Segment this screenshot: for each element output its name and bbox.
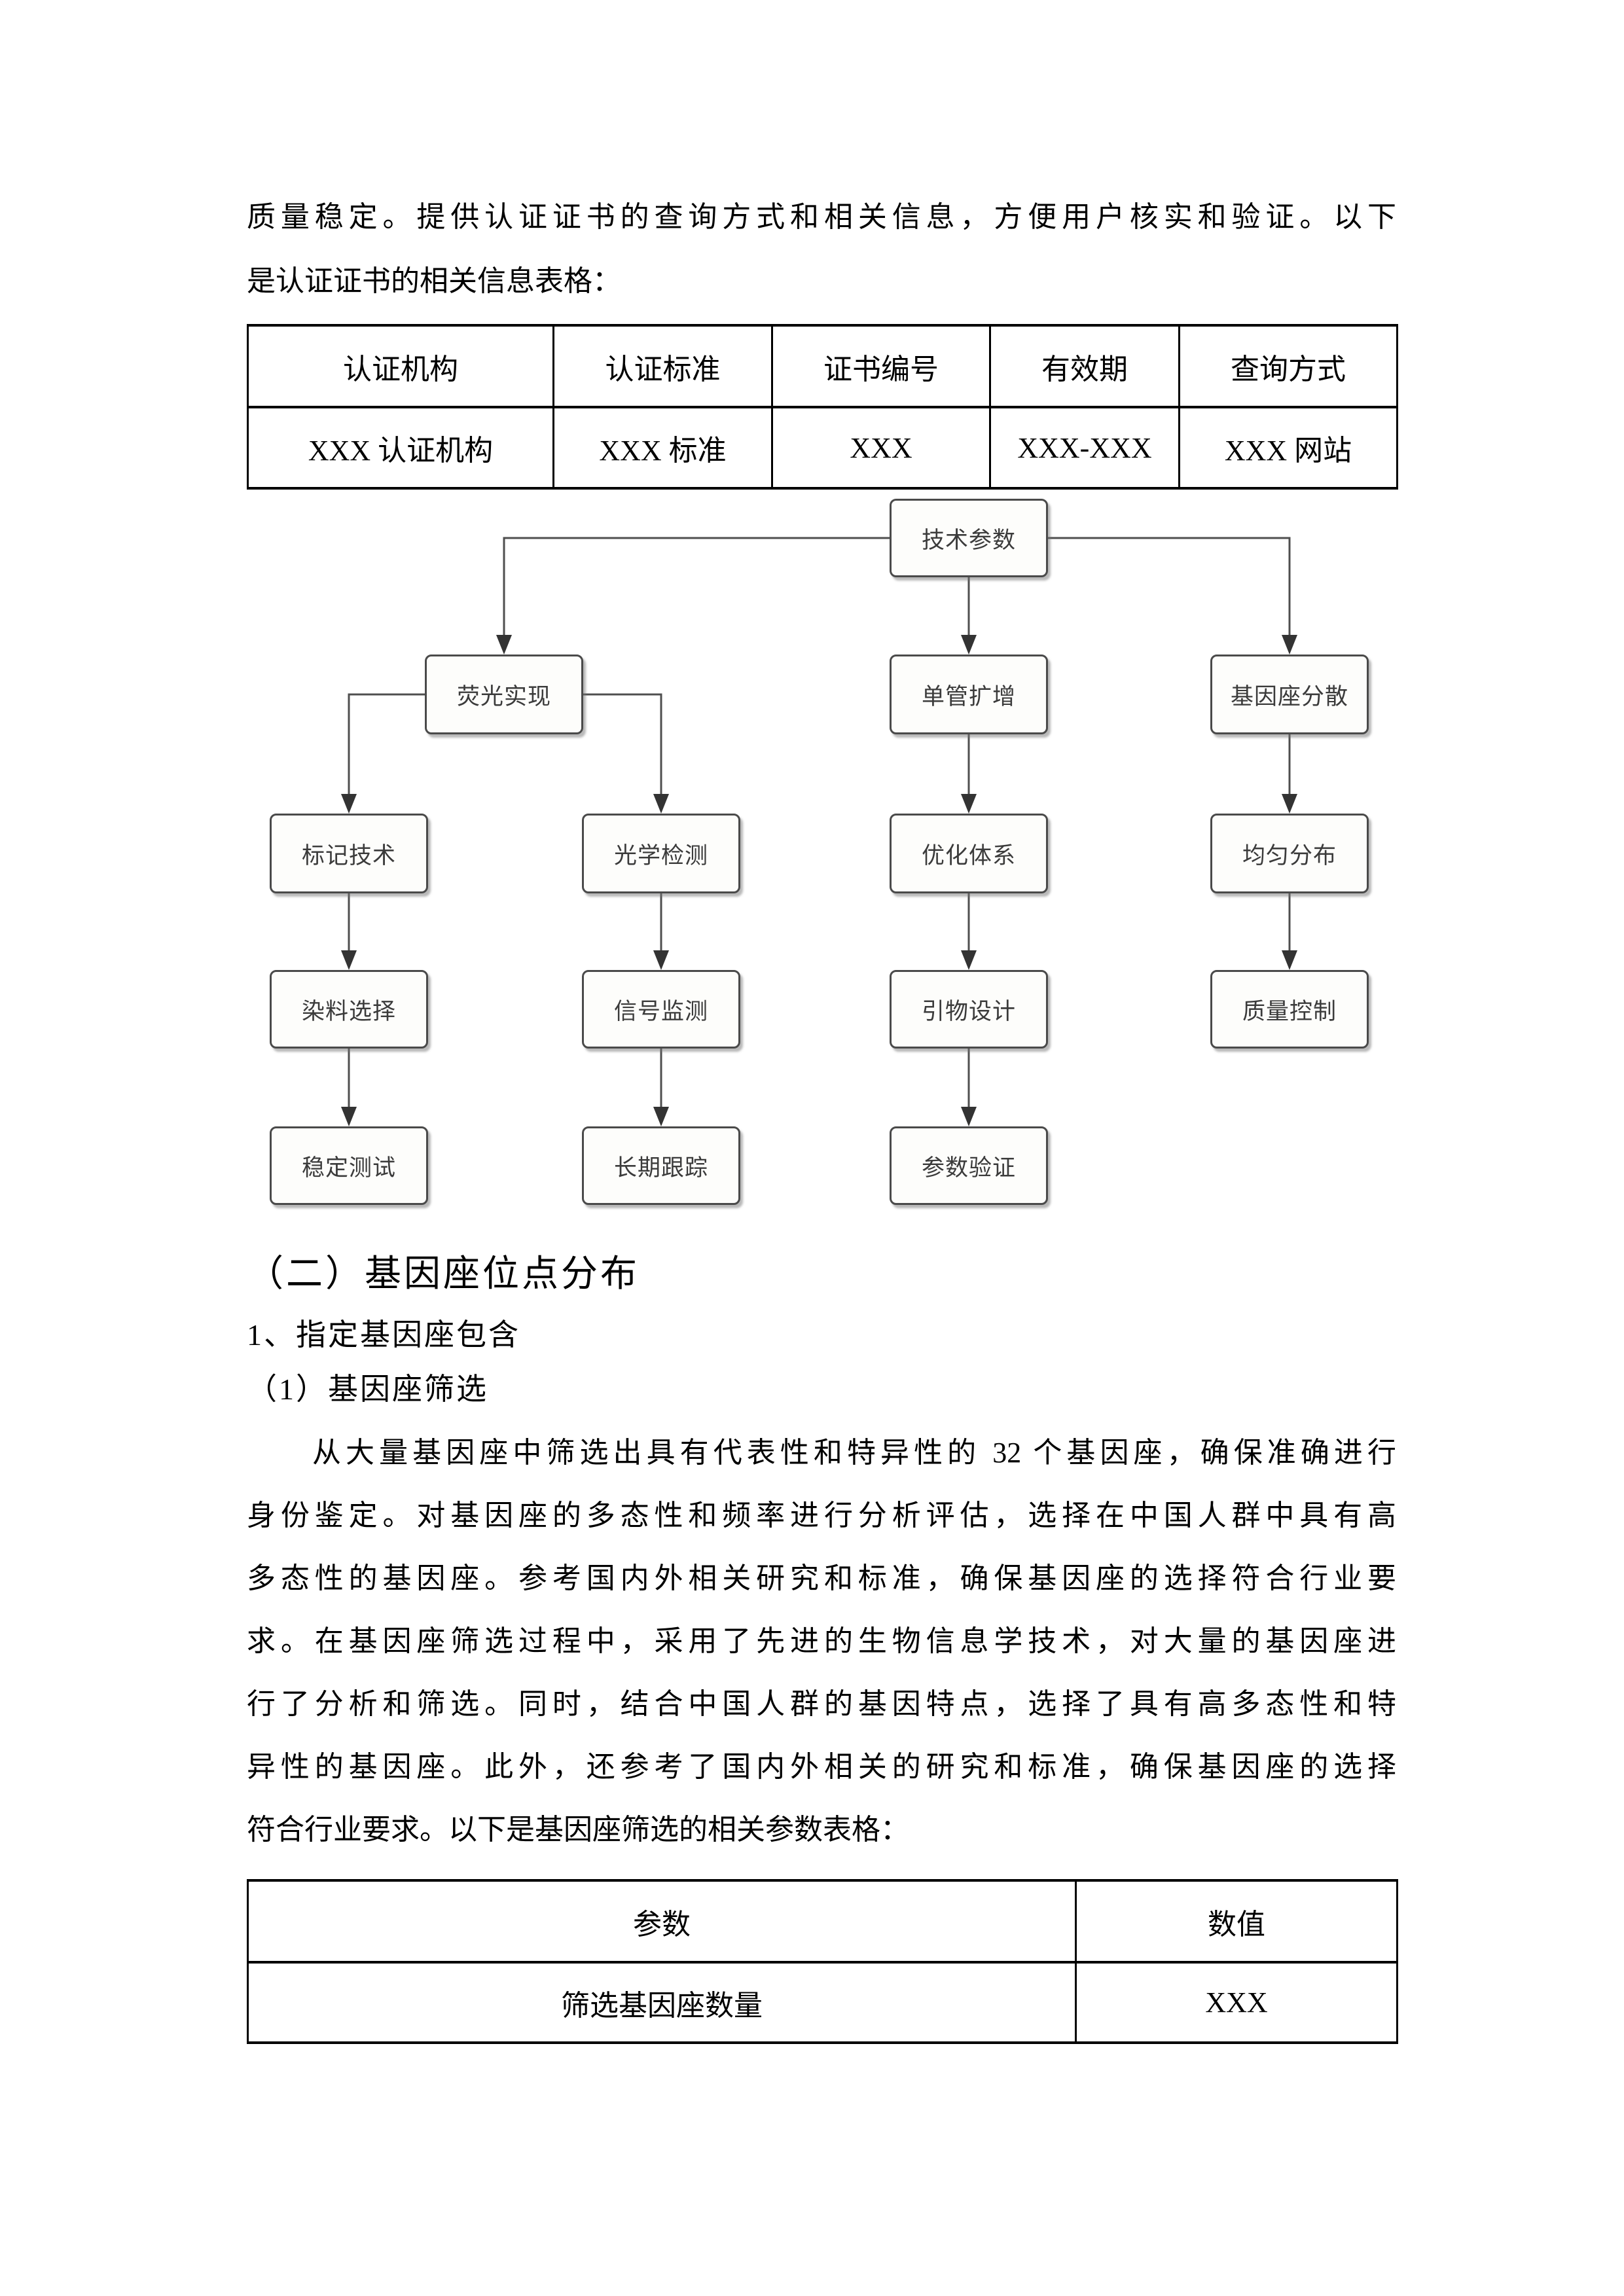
param-header-name: 参数 bbox=[247, 1879, 1077, 1964]
body-line-4: 求。在基因座筛选过程中，采用了先进的生物信息学技术，对大量的基因座进 bbox=[247, 1625, 1396, 1657]
intro-line-1: 质量稳定。提供认证证书的查询方式和相关信息，方便用户核实和验证。以下 bbox=[247, 201, 1396, 233]
body-line-7: 符合行业要求。以下是基因座筛选的相关参数表格： bbox=[247, 1814, 909, 1846]
cert-header-validity: 有效期 bbox=[989, 324, 1180, 408]
flowchart-node-primer-design: 引物设计 bbox=[890, 970, 1048, 1049]
flowchart-node-quality-control: 质量控制 bbox=[1210, 970, 1369, 1049]
section-subheading-2: （1）基因座筛选 bbox=[247, 1372, 488, 1406]
param-header-value: 数值 bbox=[1075, 1879, 1398, 1964]
certificate-table-data-row: XXX 认证机构 XXX 标准 XXX XXX-XXX XXX 网站 bbox=[247, 406, 1398, 490]
body-line-5: 行了分析和筛选。同时，结合中国人群的基因特点，选择了具有高多态性和特 bbox=[247, 1688, 1396, 1720]
cert-header-standard: 认证标准 bbox=[552, 324, 773, 408]
flowchart-node-signal-monitoring: 信号监测 bbox=[582, 970, 740, 1049]
flowchart-node-fluorescence: 荧光实现 bbox=[425, 655, 583, 734]
flowchart-node-stability-testing: 稳定测试 bbox=[270, 1126, 428, 1205]
flowchart-node-optical-detection: 光学检测 bbox=[582, 814, 740, 893]
cert-header-agency: 认证机构 bbox=[247, 324, 554, 408]
parameter-table-header-row: 参数 数值 bbox=[247, 1879, 1398, 1964]
flowchart-node-locus-dispersion: 基因座分散 bbox=[1210, 655, 1369, 734]
flowchart-node-parameter-validation: 参数验证 bbox=[890, 1126, 1048, 1205]
cert-cell-standard: XXX 标准 bbox=[552, 406, 773, 490]
certificate-table: 认证机构 认证标准 证书编号 有效期 查询方式 XXX 认证机构 XXX 标准 … bbox=[247, 324, 1398, 490]
flowchart-node-dye-selection: 染料选择 bbox=[270, 970, 428, 1049]
body-line-6: 异性的基因座。此外，还参考了国内外相关的研究和标准，确保基因座的选择 bbox=[247, 1751, 1396, 1783]
param-cell-name: 筛选基因座数量 bbox=[247, 1961, 1077, 2044]
cert-cell-query: XXX 网站 bbox=[1178, 406, 1398, 490]
parameter-table: 参数 数值 筛选基因座数量 XXX bbox=[247, 1879, 1398, 2044]
section-heading: （二）基因座位点分布 bbox=[247, 1254, 640, 1295]
flowchart-node-labeling-tech: 标记技术 bbox=[270, 814, 428, 893]
cert-header-query: 查询方式 bbox=[1178, 324, 1398, 408]
cert-header-number: 证书编号 bbox=[771, 324, 991, 408]
cert-cell-validity: XXX-XXX bbox=[989, 406, 1180, 490]
flowchart-node-uniform-distribution: 均匀分布 bbox=[1210, 814, 1369, 893]
intro-line-2: 是认证证书的相关信息表格： bbox=[247, 265, 621, 297]
cert-cell-number: XXX bbox=[771, 406, 991, 490]
certificate-table-header-row: 认证机构 认证标准 证书编号 有效期 查询方式 bbox=[247, 324, 1398, 408]
flowchart-node-tech-params: 技术参数 bbox=[890, 499, 1048, 577]
param-cell-value: XXX bbox=[1075, 1961, 1398, 2044]
section-subheading-1: 1、指定基因座包含 bbox=[247, 1318, 520, 1352]
body-line-3: 多态性的基因座。参考国内外相关研究和标准，确保基因座的选择符合行业要 bbox=[247, 1562, 1396, 1594]
flowchart-node-optimization: 优化体系 bbox=[890, 814, 1048, 893]
flowchart-node-single-tube: 单管扩增 bbox=[890, 655, 1048, 734]
cert-cell-agency: XXX 认证机构 bbox=[247, 406, 554, 490]
flowchart-node-long-term-tracking: 长期跟踪 bbox=[582, 1126, 740, 1205]
body-line-1: 从大量基因座中筛选出具有代表性和特异性的 32 个基因座，确保准确进行 bbox=[312, 1437, 1396, 1469]
parameter-table-data-row: 筛选基因座数量 XXX bbox=[247, 1961, 1398, 2044]
body-line-2: 身份鉴定。对基因座的多态性和频率进行分析评估，选择在中国人群中具有高 bbox=[247, 1499, 1396, 1532]
